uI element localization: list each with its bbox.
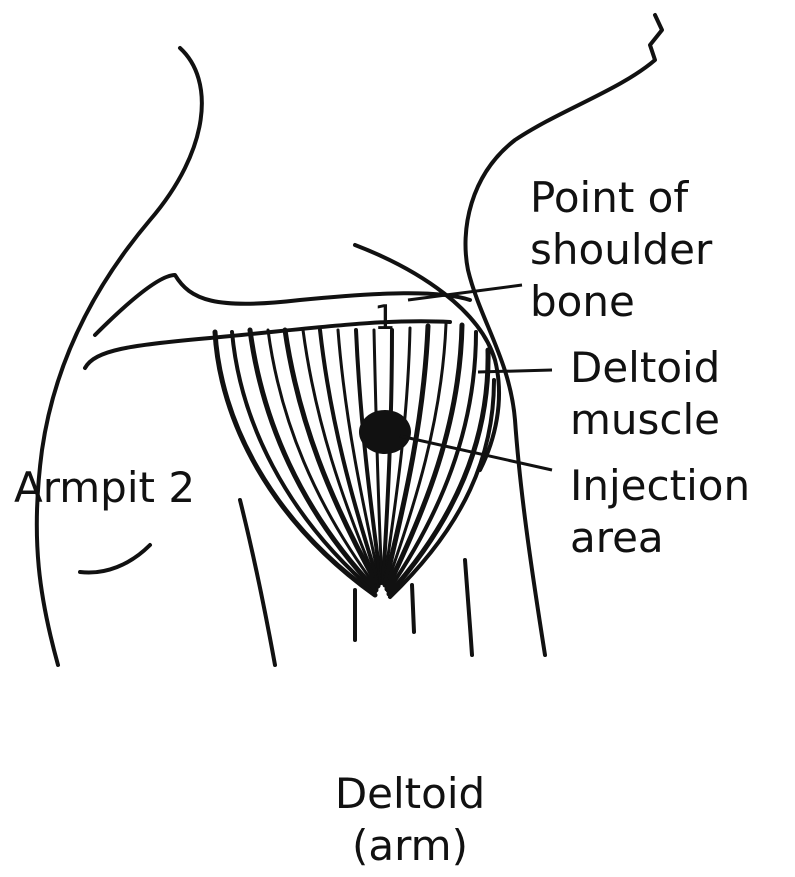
armpit-label: Armpit 2 (14, 462, 195, 514)
inner-arm-left (240, 500, 275, 665)
label-line: bone (530, 276, 712, 328)
caption-line: Deltoid (335, 768, 485, 820)
caption-line: (arm) (352, 820, 468, 872)
label-line: muscle (570, 394, 720, 446)
label-line: area (570, 512, 750, 564)
label-line: Deltoid (570, 342, 720, 394)
deltoid-muscle-fibres (215, 324, 494, 597)
armpit-contour (80, 545, 150, 573)
injection-site-dot (359, 410, 411, 454)
injection-area-label: Injection area (570, 460, 750, 564)
label-line: Point of (530, 172, 712, 224)
diagram-caption: Deltoid (arm) (300, 768, 520, 872)
label-line: shoulder (530, 224, 712, 276)
clavicle-top (95, 275, 470, 335)
point-of-shoulder-bone-label: Point of shoulder bone (530, 172, 712, 328)
label-line: Injection (570, 460, 750, 512)
leader-deltoid-muscle (478, 370, 552, 372)
deltoid-muscle-label: Deltoid muscle (570, 342, 720, 446)
lower-arm-line-3 (465, 560, 472, 655)
lower-arm-line-2 (412, 585, 414, 632)
landmark-1-label: 1 (374, 298, 396, 338)
torso-left-outline (37, 48, 202, 665)
